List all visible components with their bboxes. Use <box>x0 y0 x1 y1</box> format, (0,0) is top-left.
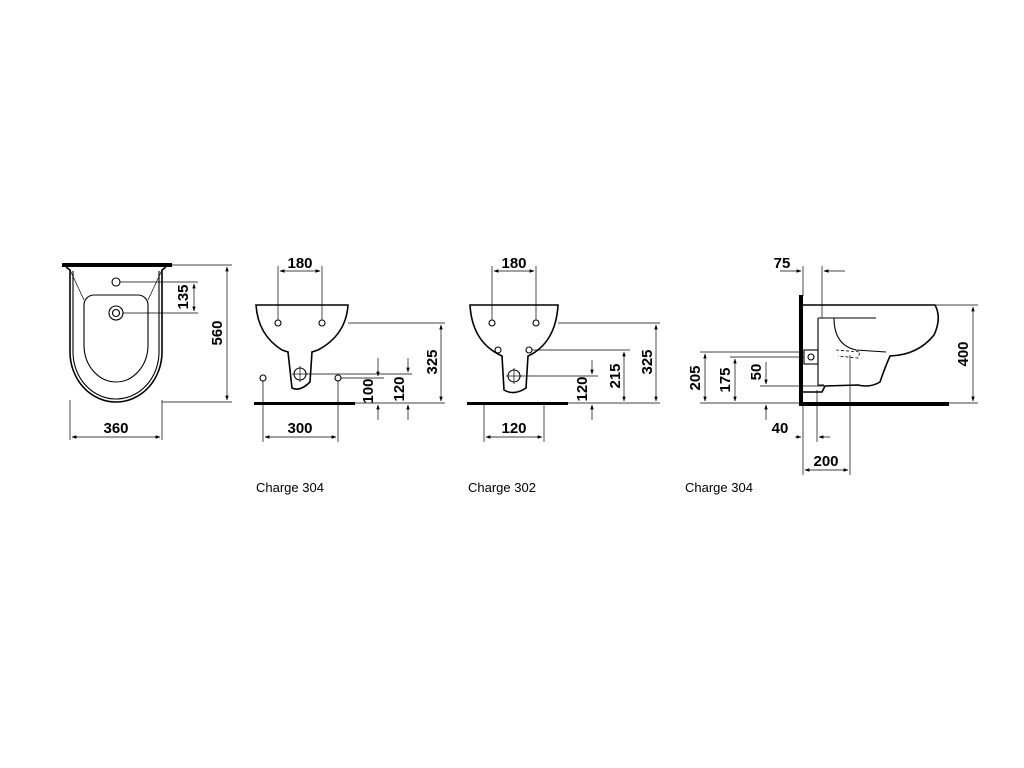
top-view-dim-lines <box>69 264 232 440</box>
dim-120-a: 120 <box>391 376 408 401</box>
dim-325-a: 325 <box>424 349 441 374</box>
dim-40: 40 <box>772 420 789 437</box>
dim-200: 200 <box>813 453 838 470</box>
dim-50: 50 <box>748 364 765 381</box>
front-view-302: 180 120 120 215 325 Charge 302 <box>467 255 660 495</box>
front-view-304: 180 300 100 120 325 Charge 304 <box>254 255 445 495</box>
dim-75: 75 <box>774 255 791 272</box>
top-view-outline <box>62 263 172 403</box>
side-view-dim-lines <box>700 266 978 475</box>
caption-charge-302: Charge 302 <box>468 480 536 495</box>
caption-charge-304-a: Charge 304 <box>256 480 324 495</box>
front-view-304-dim-lines <box>262 266 445 442</box>
dim-300: 300 <box>287 420 312 437</box>
dim-175: 175 <box>717 367 734 392</box>
dim-120-b: 120 <box>501 420 526 437</box>
side-view-outline <box>799 295 949 406</box>
dim-400: 400 <box>955 341 972 366</box>
dim-135: 135 <box>175 284 192 309</box>
dim-215: 215 <box>607 363 624 388</box>
front-view-304-outline <box>254 304 355 405</box>
dim-100: 100 <box>360 378 377 403</box>
front-view-302-outline <box>467 304 568 405</box>
dim-205: 205 <box>687 365 704 390</box>
top-view: 360 560 135 <box>62 263 232 440</box>
dim-360: 360 <box>103 420 128 437</box>
side-view: 75 205 175 50 400 40 200 Charge 304 <box>685 255 978 495</box>
caption-charge-304-b: Charge 304 <box>685 480 753 495</box>
dim-120-c: 120 <box>574 376 591 401</box>
front-view-302-dim-lines <box>483 266 660 442</box>
dim-560: 560 <box>209 320 226 345</box>
dim-180-b: 180 <box>501 255 526 272</box>
dim-180-a: 180 <box>287 255 312 272</box>
dim-325-b: 325 <box>639 349 656 374</box>
